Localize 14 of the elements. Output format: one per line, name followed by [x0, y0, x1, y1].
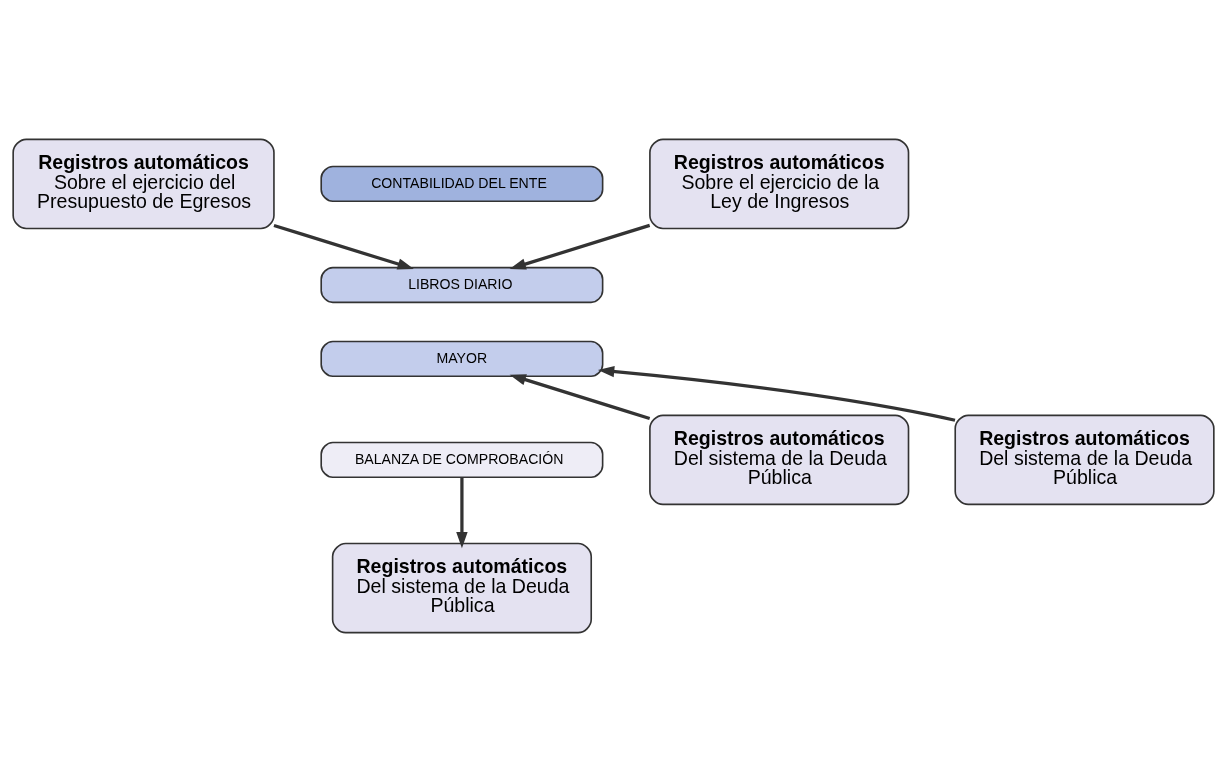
- node-box: Registros automáticos Del sistema de la Deuda Pública: [649, 414, 910, 505]
- node-box: BALANZA DE COMPROBACIÓN: [320, 441, 604, 478]
- node-box: Registros automáticos Sobre el ejercicio de la Ley de Ingresos: [649, 138, 910, 229]
- node-box: LIBROS DIARIO: [320, 266, 604, 303]
- node-box: Registros automáticos Sobre el ejercicio del Presupuesto de Egresos: [12, 138, 275, 229]
- arrow: [273, 223, 414, 270]
- node-box: MAYOR: [320, 340, 604, 377]
- arrow: [597, 365, 956, 422]
- arrow: [456, 476, 468, 548]
- arrow: [509, 223, 651, 270]
- node-box: CONTABILIDAD DEL ENTE: [320, 165, 604, 202]
- node-box: Registros automáticos Del sistema de la Deuda Pública: [331, 542, 593, 633]
- node-box: Registros automáticos Del sistema de la Deuda Pública: [954, 414, 1215, 505]
- arrow: [509, 373, 651, 420]
